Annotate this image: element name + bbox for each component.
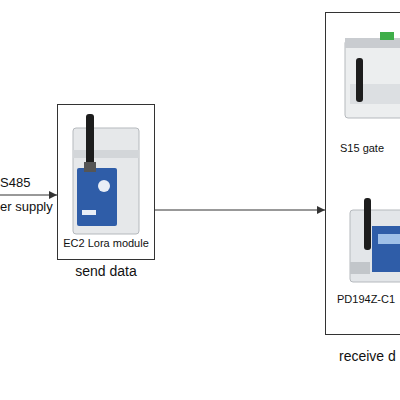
node-label: receive d — [339, 348, 396, 364]
node-caption: send data — [58, 263, 154, 279]
module-box: EC2 Lora modulesend data — [57, 104, 155, 260]
device-name: PD194Z-C1 — [337, 293, 395, 305]
device-name: S15 gate — [340, 142, 384, 154]
input-wire — [0, 195, 57, 196]
receiver-group-box: receive d — [325, 12, 400, 335]
signal-name: S485 — [0, 175, 30, 190]
flow-arrow — [155, 210, 325, 211]
node-label: EC2 Lora module — [58, 237, 154, 249]
ec2-module-image — [73, 114, 139, 234]
signal-name: er supply — [0, 199, 53, 214]
s15-gateway-image — [345, 32, 400, 118]
pd194z-meter-image — [350, 198, 400, 282]
